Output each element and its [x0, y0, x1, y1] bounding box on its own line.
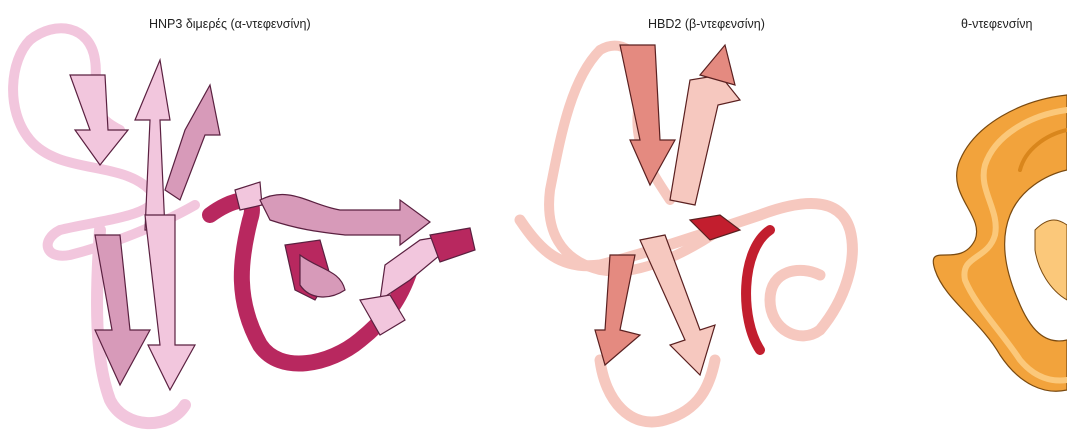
- hnp3-dimer-ribbon-icon: [13, 28, 475, 423]
- theta-defensin-ribbon-icon: [933, 95, 1067, 391]
- hbd2-ribbon-icon: [520, 45, 852, 422]
